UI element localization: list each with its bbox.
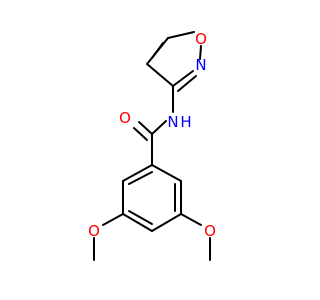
- bond-carbonyl-double-a: [138, 121, 153, 135]
- molecule-structure: O N N H O O O: [88, 30, 216, 261]
- bond-ring-c5-c4-double: [151, 42, 164, 59]
- bond-benzene-4-5: [122, 213, 153, 232]
- atom-labels: O N N H O O O: [88, 30, 216, 240]
- atom-o-methoxy-right: O: [204, 222, 216, 240]
- bond-benzene-6-1-inner: [128, 171, 153, 185]
- atom-o-carbonyl: O: [119, 109, 131, 127]
- bond-ring-o-c5: [167, 31, 195, 39]
- atom-o-methoxy-left: O: [88, 222, 100, 240]
- bond-benzene-4-5-inner: [128, 210, 153, 225]
- bond-ring-c4-c3: [146, 63, 174, 87]
- bond-benzene-6-1: [122, 164, 153, 182]
- bond-ring-o-left: [102, 213, 124, 226]
- atom-h-amide: H: [180, 113, 191, 131]
- bond-ring-c3-n: [172, 70, 194, 87]
- atom-n-isoxazole: N: [195, 56, 206, 74]
- bond-lines: [93, 31, 211, 261]
- bond-benzene-1-2: [151, 164, 182, 182]
- bond-nh-carbonyl-c: [151, 120, 167, 135]
- atom-o-isoxazole: O: [195, 30, 207, 48]
- bond-ring-n-o: [199, 45, 202, 60]
- bond-carbonyl-double-b: [133, 127, 148, 141]
- atom-n-amide: N: [167, 113, 178, 131]
- bond-benzene-3-4: [151, 213, 182, 232]
- bond-ring-c3-n-double: [177, 75, 197, 92]
- bond-ring-o-right: [180, 213, 202, 226]
